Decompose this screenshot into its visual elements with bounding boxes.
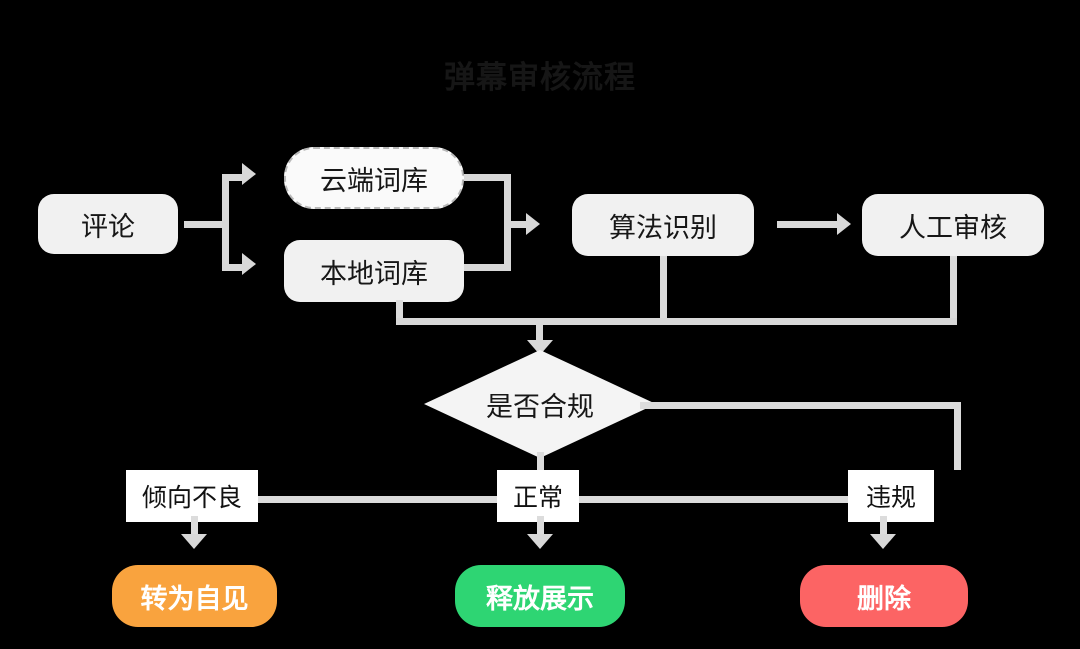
node-local-dictionary-label: 本地词库 xyxy=(320,258,428,289)
edge-decision-to-normal xyxy=(537,452,544,474)
page-title: 弹幕审核流程 xyxy=(444,60,636,95)
label-violation-text: 违规 xyxy=(865,484,916,512)
node-cloud-dictionary-label: 云端词库 xyxy=(320,165,428,196)
arrowhead-to-algorithm xyxy=(526,213,540,235)
action-button-delete-label: 删除 xyxy=(857,583,911,614)
edge-violation-to-delete xyxy=(880,516,887,538)
label-normal-text: 正常 xyxy=(512,484,563,512)
action-button-delete[interactable]: 删除 xyxy=(800,565,968,627)
decision-compliant-label: 是否合规 xyxy=(486,391,594,422)
action-button-self-visible[interactable]: 转为自见 xyxy=(112,565,277,627)
arrowhead-to-delete xyxy=(870,534,896,549)
node-algorithm[interactable]: 算法识别 xyxy=(572,194,754,256)
arrowhead-to-decision xyxy=(527,340,553,355)
action-button-release[interactable]: 释放展示 xyxy=(455,565,625,627)
edge-comment-to-cloud xyxy=(222,174,244,181)
edge-decision-to-violation xyxy=(640,402,960,409)
edge-merge-to-diamond xyxy=(536,318,543,346)
arrowhead-to-manual-review xyxy=(837,213,851,235)
edge-bad-tendency-down xyxy=(191,516,198,538)
edge-comment-stem xyxy=(184,221,226,228)
edge-comment-split-bar xyxy=(222,177,229,267)
label-bad-tendency: 倾向不良 xyxy=(126,470,258,522)
node-manual-review-label: 人工审核 xyxy=(899,212,1007,243)
node-cloud-dictionary[interactable]: 云端词库 xyxy=(284,147,464,209)
arrowhead-to-cloud-dict xyxy=(242,163,256,185)
edge-local-down xyxy=(396,300,403,322)
node-algorithm-label: 算法识别 xyxy=(609,212,717,243)
label-violation: 违规 xyxy=(848,470,934,522)
edge-merge-stem xyxy=(504,221,528,228)
label-bad-tendency-text: 倾向不良 xyxy=(141,484,242,512)
edge-normal-down xyxy=(537,516,544,538)
edge-rail-right xyxy=(572,496,852,503)
arrowhead-to-release xyxy=(527,534,553,549)
arrowhead-to-self-visible xyxy=(181,534,207,549)
action-button-release-label: 释放展示 xyxy=(486,583,594,614)
edge-rail-left xyxy=(254,496,506,503)
edge-local-merge xyxy=(464,264,508,271)
action-button-self-visible-label: 转为自见 xyxy=(140,583,249,614)
edge-comment-to-local xyxy=(222,264,244,271)
node-local-dictionary[interactable]: 本地词库 xyxy=(284,240,464,302)
arrowhead-to-local-dict xyxy=(242,253,256,275)
node-comment-label: 评论 xyxy=(81,211,135,242)
edge-algorithm-down xyxy=(660,256,667,322)
label-normal: 正常 xyxy=(497,470,579,522)
edge-merge-horizontal-bar xyxy=(396,318,957,325)
edge-manual-down xyxy=(950,256,957,322)
edge-algorithm-to-manual xyxy=(777,221,839,228)
edge-cloud-merge xyxy=(464,174,508,181)
edge-violation-down xyxy=(954,402,961,470)
node-manual-review[interactable]: 人工审核 xyxy=(862,194,1044,256)
node-comment[interactable]: 评论 xyxy=(38,194,178,254)
decision-compliant[interactable]: 是否合规 xyxy=(424,350,656,458)
